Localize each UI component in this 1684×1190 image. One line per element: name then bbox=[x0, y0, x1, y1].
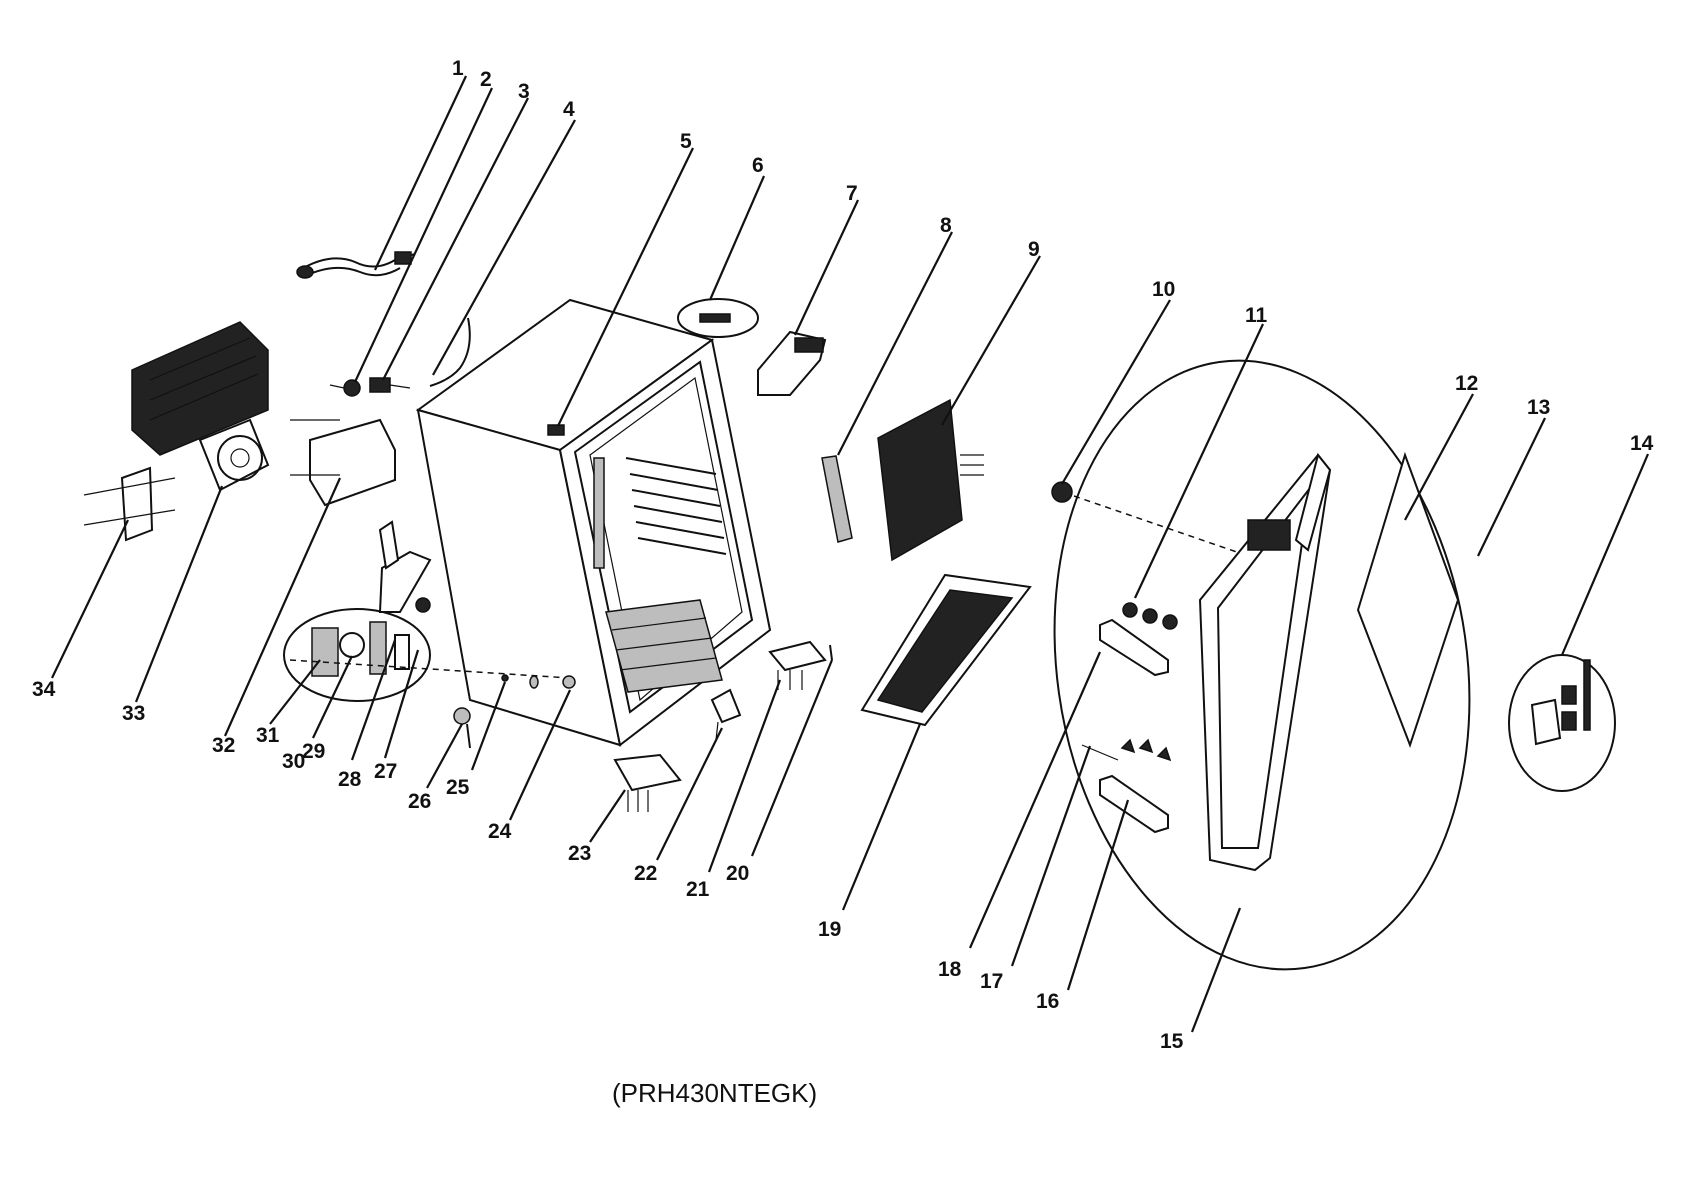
condenser-assembly bbox=[131, 321, 270, 492]
callout-23: 23 bbox=[568, 842, 591, 865]
door-lock-part bbox=[1051, 481, 1261, 561]
callout-6: 6 bbox=[752, 154, 764, 177]
callout-30: 30 bbox=[282, 750, 305, 773]
callout-28: 28 bbox=[338, 768, 362, 791]
leader-lines bbox=[51, 75, 1650, 1033]
callout-27: 27 bbox=[374, 760, 397, 783]
callout-26: 26 bbox=[408, 790, 431, 813]
thermostat-group bbox=[283, 608, 571, 702]
leveling-legs bbox=[453, 674, 576, 749]
fan-bracket-part bbox=[83, 466, 176, 542]
callout-12: 12 bbox=[1455, 372, 1478, 395]
callout-33: 33 bbox=[122, 702, 145, 725]
hinge-parts bbox=[613, 640, 833, 812]
callout-14: 14 bbox=[1630, 432, 1654, 455]
small-wiring-parts bbox=[329, 317, 471, 397]
top-hinge-detail bbox=[677, 298, 827, 396]
door-group bbox=[1053, 359, 1471, 971]
callout-labels: 1 2 3 4 5 6 7 8 9 10 11 12 13 14 15 16 1… bbox=[32, 57, 1654, 1053]
model-caption: (PRH430NTEGK) bbox=[0, 1078, 1684, 1118]
cabinet-body bbox=[415, 298, 772, 747]
callout-1: 1 bbox=[452, 57, 464, 80]
callout-22: 22 bbox=[634, 862, 657, 885]
callout-24: 24 bbox=[488, 820, 512, 843]
callout-19: 19 bbox=[818, 918, 841, 941]
power-cord-part bbox=[296, 251, 416, 279]
callout-10: 10 bbox=[1152, 278, 1175, 301]
callout-20: 20 bbox=[726, 862, 749, 885]
callout-8: 8 bbox=[940, 214, 952, 237]
callout-11: 11 bbox=[1245, 304, 1268, 327]
callout-3: 3 bbox=[518, 80, 530, 103]
control-box-part bbox=[290, 418, 396, 507]
callout-18: 18 bbox=[938, 958, 962, 981]
model-number: (PRH430NTEGK) bbox=[612, 1078, 818, 1108]
callout-9: 9 bbox=[1028, 238, 1040, 261]
callout-34: 34 bbox=[32, 678, 56, 701]
callout-13: 13 bbox=[1527, 396, 1550, 419]
callout-7: 7 bbox=[846, 182, 858, 205]
callout-15: 15 bbox=[1160, 1030, 1184, 1053]
callout-16: 16 bbox=[1036, 990, 1059, 1013]
callout-2: 2 bbox=[480, 68, 492, 91]
callout-25: 25 bbox=[446, 776, 470, 799]
callout-5: 5 bbox=[680, 130, 692, 153]
bracket-detail bbox=[1508, 654, 1616, 792]
callout-29: 29 bbox=[302, 740, 325, 763]
callout-4: 4 bbox=[563, 98, 575, 121]
callout-31: 31 bbox=[256, 724, 280, 747]
callout-21: 21 bbox=[686, 878, 710, 901]
callout-32: 32 bbox=[212, 734, 235, 757]
grille-parts bbox=[821, 398, 984, 562]
drip-tray-part bbox=[378, 520, 432, 613]
callout-17: 17 bbox=[980, 970, 1003, 993]
crisper-cover-part bbox=[860, 573, 1032, 727]
